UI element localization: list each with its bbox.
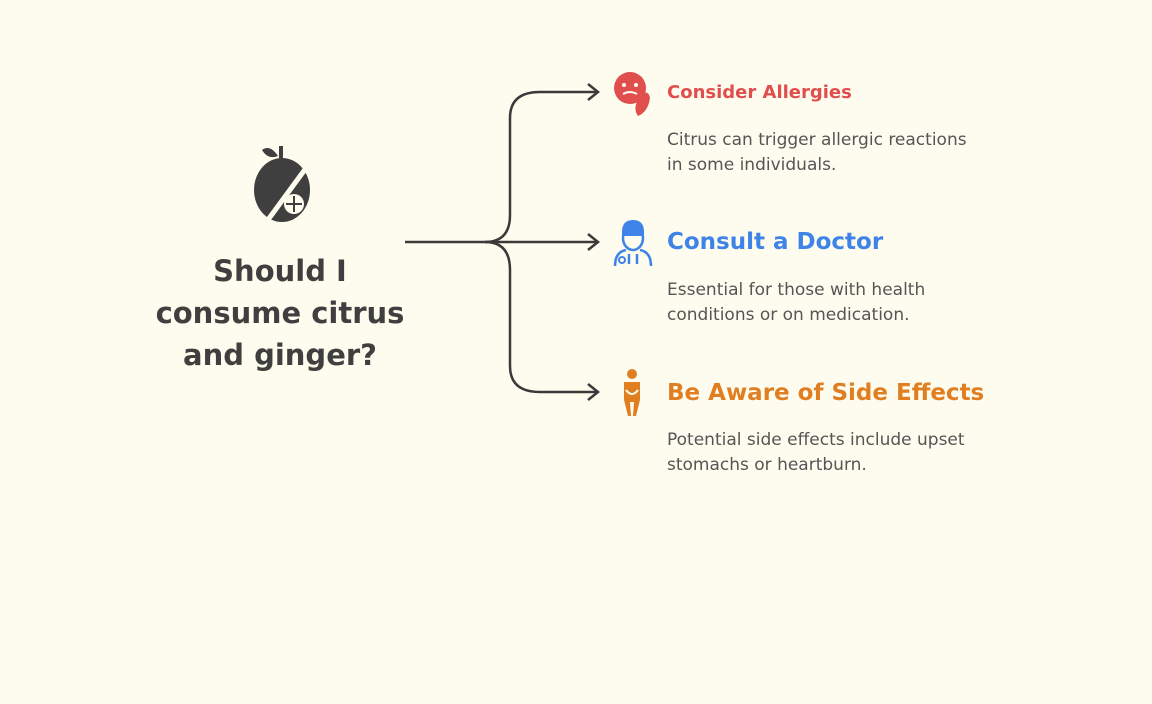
branch-heading-allergies: Consider Allergies	[667, 82, 852, 103]
branch-text-allergies: Citrus can trigger allergic reactions in…	[667, 130, 967, 175]
citrus-icon	[254, 146, 310, 230]
main-question: Should I consume citrus and ginger?	[155, 254, 405, 372]
branch-text-doctor: Essential for those with health conditio…	[667, 280, 926, 325]
doctor-icon	[613, 220, 653, 267]
branch-text-side-effects: Potential side effects include upset sto…	[667, 430, 965, 475]
branch-heading-doctor: Consult a Doctor	[667, 229, 884, 255]
allergy-face-icon	[614, 72, 650, 116]
branch-heading-side-effects: Be Aware of Side Effects	[667, 380, 985, 406]
person-discomfort-icon	[624, 369, 640, 416]
